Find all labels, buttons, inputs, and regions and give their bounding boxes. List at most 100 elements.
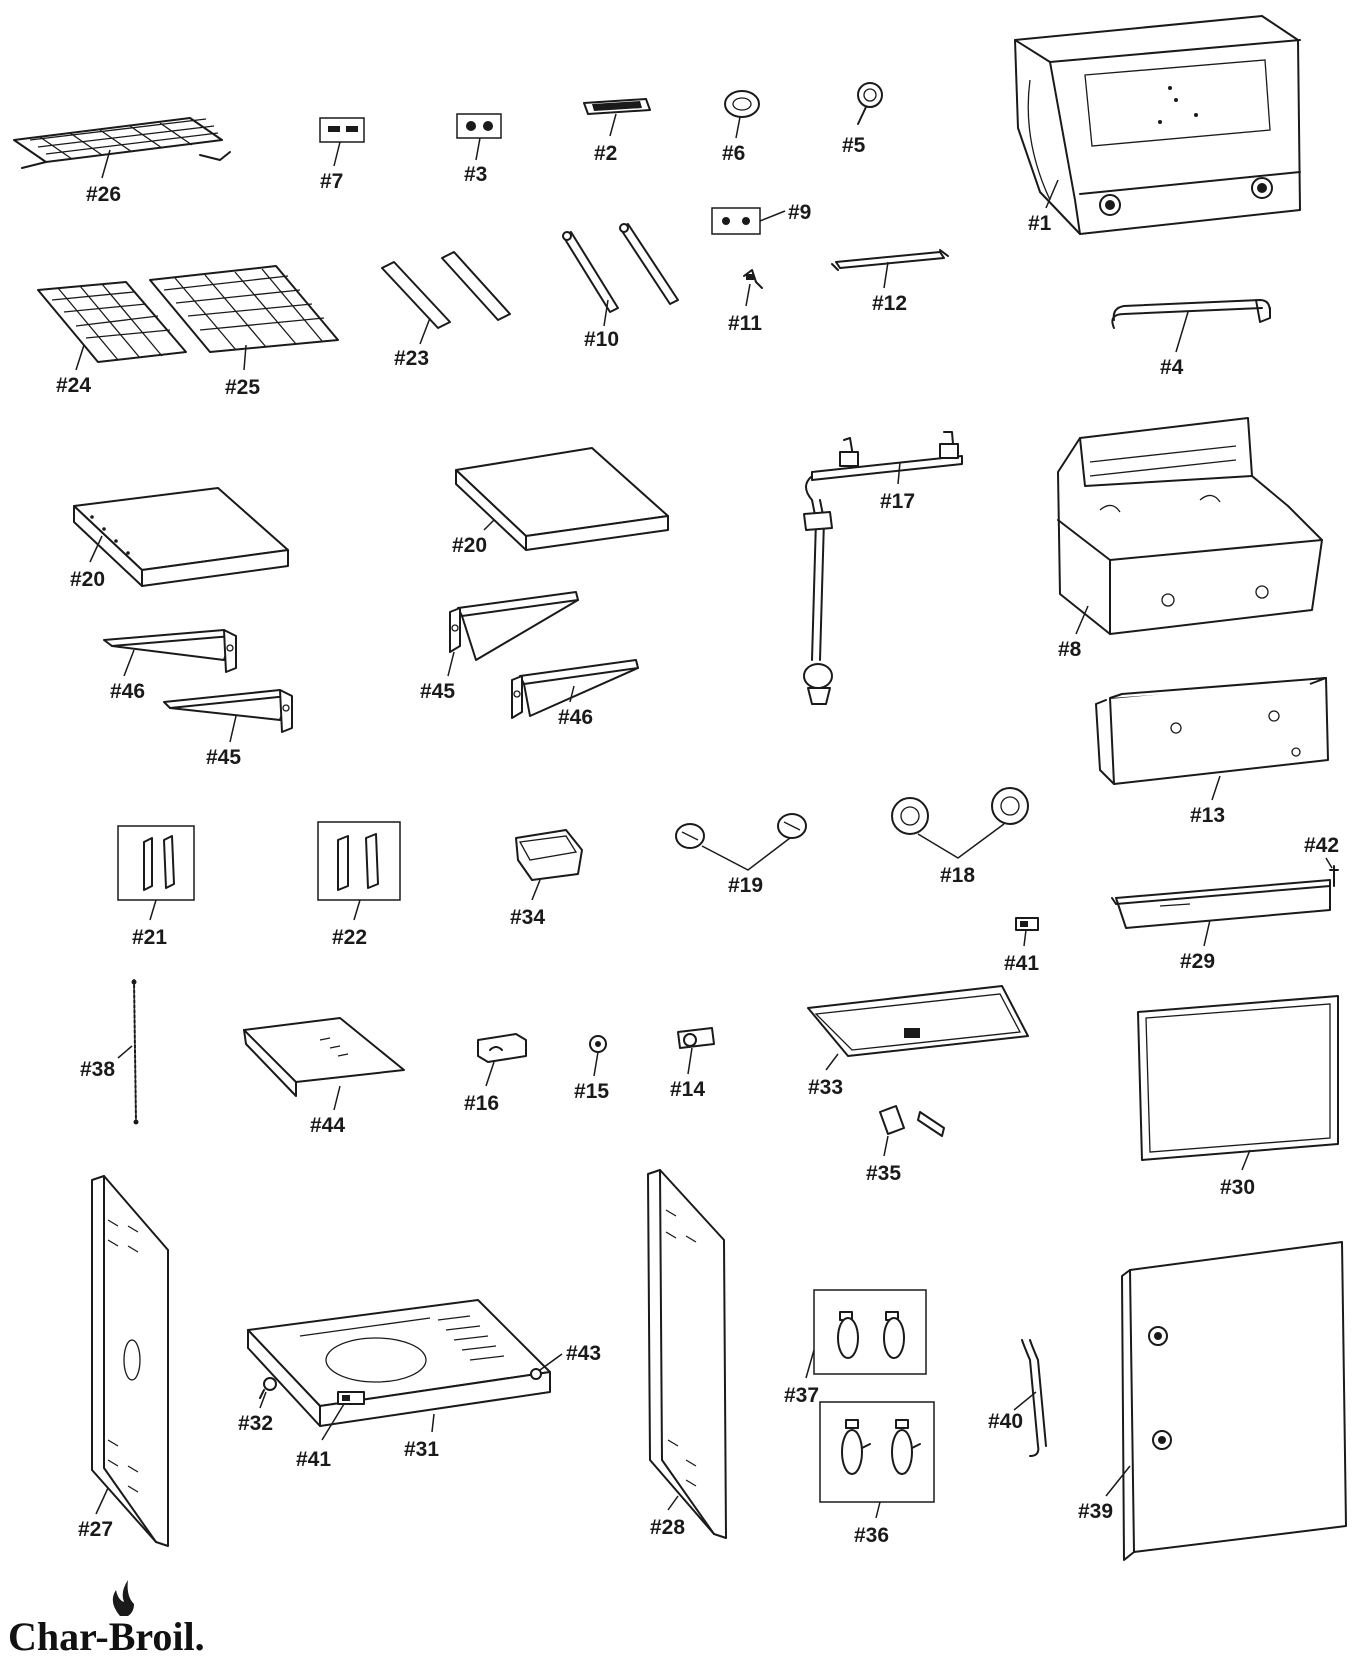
label-24: #24 [56, 374, 91, 397]
part-24-cooking-grate: #24 [37, 281, 187, 397]
part-26-warming-rack: #26 [13, 117, 231, 206]
part-7-hardware: #7 [319, 117, 365, 193]
part-8-firebox: #8 [1057, 417, 1323, 661]
char-broil-logo: Char-Broil. [8, 1580, 205, 1659]
label-1: #1 [1028, 212, 1052, 235]
part-23-flame-tamers: #23 [381, 251, 511, 370]
part-39-door: #39 [1078, 1241, 1347, 1561]
label-26: #26 [86, 183, 121, 206]
label-27: #27 [78, 1518, 113, 1541]
part-35-clips: #35 [866, 1105, 945, 1185]
label-34: #34 [510, 906, 545, 929]
label-42: #42 [1304, 834, 1339, 857]
part-6-bezel: #6 [722, 90, 760, 165]
part-44-tray: #44 [243, 1017, 405, 1137]
label-8: #8 [1058, 638, 1082, 661]
label-13: #13 [1190, 804, 1225, 827]
label-16: #16 [464, 1092, 499, 1115]
part-4-lid-handle: #4 [1111, 299, 1271, 379]
part-19-control-knobs: #19 [675, 813, 807, 897]
label-22: #22 [332, 926, 367, 949]
part-17-manifold-regulator: #17 [803, 431, 963, 705]
label-9: #9 [788, 201, 811, 224]
part-5-thermometer: #5 [842, 82, 883, 157]
part-22-hardware: #22 [317, 821, 401, 949]
part-42-screw: #42 [1304, 834, 1339, 887]
part-21-hardware: #21 [117, 825, 195, 949]
label-19: #19 [728, 874, 763, 897]
label-20a: #20 [70, 568, 105, 591]
part-33-grease-tray: #33 [807, 985, 1029, 1099]
label-28: #28 [650, 1516, 685, 1539]
flame-icon [112, 1580, 134, 1616]
label-23: #23 [394, 347, 429, 370]
brand-logo-text: Char-Broil. [8, 1614, 205, 1659]
part-14-igniter: #14 [670, 1027, 715, 1101]
label-15: #15 [574, 1080, 609, 1103]
part-36-locking-casters: #36 [819, 1401, 935, 1547]
label-14: #14 [670, 1078, 705, 1101]
part-45-shelf-bracket-left: #45 [163, 689, 293, 769]
part-10-burners: #10 [562, 223, 679, 351]
part-20-side-shelf-right: #20 [452, 447, 669, 557]
label-2: #2 [594, 142, 617, 165]
label-41a: #41 [1004, 952, 1039, 975]
part-37-casters: #37 [784, 1289, 927, 1407]
part-9-hardware: #9 [711, 201, 811, 235]
label-17: #17 [880, 490, 915, 513]
part-41-clip-lower: #41 [296, 1391, 365, 1471]
part-15-nut: #15 [574, 1035, 609, 1103]
label-25: #25 [225, 376, 260, 399]
part-30-back-panel: #30 [1137, 995, 1339, 1199]
part-43-screw: #43 [530, 1342, 601, 1380]
part-41-clip-upper: #41 [1004, 917, 1039, 975]
label-41b: #41 [296, 1448, 331, 1471]
label-45b: #45 [420, 680, 455, 703]
label-20b: #20 [452, 534, 487, 557]
label-32: #32 [238, 1412, 273, 1435]
label-29: #29 [1180, 950, 1215, 973]
label-21: #21 [132, 926, 167, 949]
part-12-carryover: #12 [831, 249, 949, 315]
part-20-side-shelf-left: #20 [70, 487, 289, 591]
label-43: #43 [566, 1342, 601, 1365]
label-46a: #46 [110, 680, 145, 703]
label-12: #12 [872, 292, 907, 315]
part-29-heat-shield: #29 [1111, 879, 1331, 973]
label-37: #37 [784, 1384, 819, 1407]
label-36: #36 [854, 1524, 889, 1547]
part-40-door-handle: #40 [988, 1339, 1047, 1457]
part-2-logo-badge: #2 [583, 98, 651, 165]
part-11-electrode: #11 [728, 269, 763, 335]
part-1-lid: #1 [1014, 15, 1301, 235]
label-11: #11 [728, 312, 762, 335]
part-45-shelf-bracket-right: #45 [420, 591, 579, 703]
part-28-side-panel-right: #28 [647, 1169, 727, 1539]
part-31-cart-bottom: #31 [247, 1299, 551, 1461]
label-45a: #45 [206, 746, 241, 769]
label-31: #31 [404, 1438, 439, 1461]
part-13-control-panel: #13 [1095, 677, 1329, 827]
part-32-hook: #32 [238, 1377, 277, 1435]
label-6: #6 [722, 142, 745, 165]
part-25-cooking-grate: #25 [149, 265, 339, 399]
label-4: #4 [1160, 356, 1184, 379]
label-5: #5 [842, 134, 866, 157]
label-30: #30 [1220, 1176, 1255, 1199]
part-38-igniter-chain: #38 [80, 979, 139, 1125]
part-46-shelf-bracket-right: #46 [511, 659, 639, 729]
label-40: #40 [988, 1410, 1023, 1433]
label-46b: #46 [558, 706, 593, 729]
label-10: #10 [584, 328, 619, 351]
label-38: #38 [80, 1058, 115, 1081]
label-33: #33 [808, 1076, 843, 1099]
part-46-shelf-bracket-left: #46 [103, 629, 237, 703]
label-39: #39 [1078, 1500, 1113, 1523]
part-3-hardware: #3 [456, 113, 502, 186]
part-16-block: #16 [464, 1033, 527, 1115]
part-18-knob-bezels: #18 [891, 787, 1029, 887]
label-44: #44 [310, 1114, 345, 1137]
part-27-side-panel-left: #27 [78, 1175, 169, 1547]
label-35: #35 [866, 1162, 901, 1185]
